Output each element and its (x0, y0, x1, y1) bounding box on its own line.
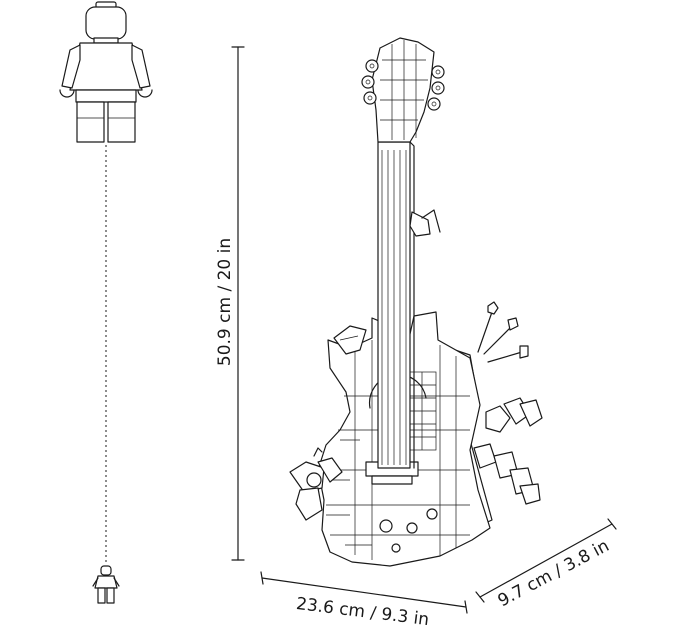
tuning-pegs (361, 59, 445, 111)
minifigure-small (92, 565, 120, 604)
flower-decoration (289, 447, 343, 521)
width-dimension: 23.6 cm / 9.3 in (260, 571, 468, 630)
guitar-model (289, 37, 543, 567)
depth-label: 9.7 cm / 3.8 in (495, 536, 613, 611)
wand-decorations (477, 301, 529, 363)
height-dimension: 50.9 cm / 20 in (215, 46, 245, 561)
height-label: 50.9 cm / 20 in (215, 238, 235, 366)
depth-dimension: 9.7 cm / 3.8 in (475, 518, 617, 611)
guitar-headstock (371, 37, 435, 143)
floating-blocks (473, 397, 543, 505)
minifigure-large (59, 1, 153, 143)
